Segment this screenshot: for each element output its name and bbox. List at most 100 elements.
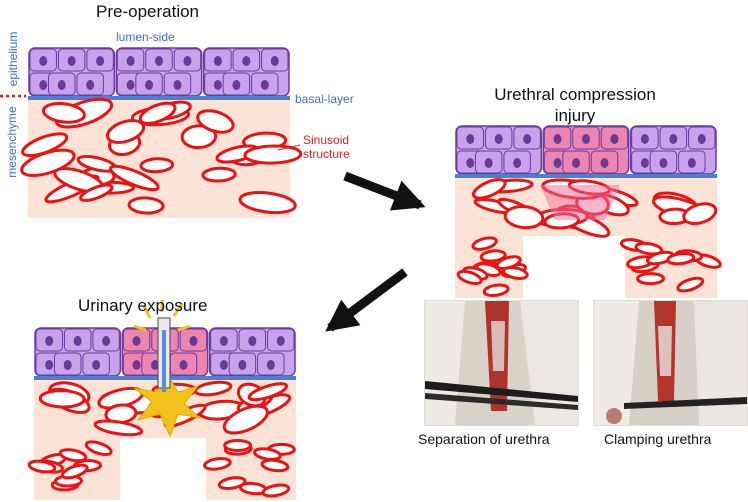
label-epithelium: epithelium <box>6 31 20 87</box>
cell-nucleus <box>513 158 522 168</box>
cell-nucleus <box>213 56 222 66</box>
sinusoid <box>201 166 237 183</box>
sinusoid <box>471 236 498 251</box>
photo-separation-of-urethra <box>424 300 579 426</box>
sinusoid <box>253 447 282 461</box>
cell-nucleus <box>92 360 101 370</box>
sinusoid <box>20 148 76 177</box>
sinusoid <box>84 440 113 456</box>
arrow-to-exposure-head <box>325 299 361 332</box>
sinusoid <box>41 101 86 124</box>
cell-nucleus <box>126 56 135 66</box>
sinusoid <box>138 101 177 125</box>
sinusoid <box>202 457 232 471</box>
cell-nucleus <box>39 80 48 90</box>
sinusoid <box>666 251 696 266</box>
arrow-to-compression-head <box>389 180 426 211</box>
sinusoid <box>682 202 718 226</box>
cell-nucleus <box>572 158 581 168</box>
sinusoid <box>502 266 529 280</box>
cell-nucleus <box>96 56 105 66</box>
sinusoid <box>27 459 57 474</box>
label-lumen-side: lumen-side <box>116 30 175 44</box>
sinusoid <box>60 463 89 480</box>
cell-nucleus <box>640 158 649 168</box>
sinusoid <box>243 144 303 165</box>
cell-nucleus <box>102 336 111 346</box>
sinusoid <box>479 249 507 263</box>
sinusoid <box>180 124 218 150</box>
label-sinusoid-structure: Sinusoid structure <box>303 133 350 161</box>
title-urinary-exposure: Urinary exposure <box>78 296 208 315</box>
cell-nucleus <box>132 360 141 370</box>
sinusoid <box>139 157 175 174</box>
cell-nucleus <box>145 80 154 90</box>
sinusoid-pointer <box>277 144 301 151</box>
basal-layer-line <box>28 96 290 100</box>
sinusoid <box>238 191 297 215</box>
sinusoid <box>456 269 483 286</box>
sinusoid <box>676 276 705 293</box>
cell-nucleus <box>179 360 188 370</box>
cell-nucleus <box>697 134 706 144</box>
cell-nucleus <box>484 158 493 168</box>
caption-clamping-urethra: Clamping urethra <box>604 431 712 447</box>
sinusoid <box>503 205 545 230</box>
photo-clamping-urethra <box>593 300 748 426</box>
sinusoid <box>260 458 290 473</box>
sinusoid <box>105 119 146 144</box>
sinusoid <box>79 183 114 202</box>
cell-nucleus <box>132 336 141 346</box>
cell-nucleus <box>582 134 590 144</box>
cell-nucleus <box>213 80 222 90</box>
urine-stream <box>162 330 166 392</box>
label-mesenchyme: mesenchyme <box>5 106 19 178</box>
cell-nucleus <box>39 56 48 66</box>
cell-nucleus <box>248 336 257 346</box>
sinusoid <box>127 196 165 215</box>
sinusoid <box>261 483 291 498</box>
sinusoid <box>196 109 235 134</box>
cell-nucleus <box>553 134 562 144</box>
cell-nucleus <box>466 134 475 144</box>
cell-nucleus <box>183 56 192 66</box>
cell-nucleus <box>523 134 532 144</box>
cell-nucleus <box>669 134 678 144</box>
title-urethral-compression-injury: Urethral compression injury <box>494 85 656 125</box>
label-basal-layer: basal-layer <box>295 92 354 106</box>
sinusoid <box>482 283 510 298</box>
cell-nucleus <box>173 80 182 90</box>
sinusoid <box>38 389 86 409</box>
cell-nucleus <box>266 360 275 370</box>
sinusoid <box>471 178 507 200</box>
urine-spray <box>133 324 147 332</box>
urine-leak-burst <box>133 370 202 438</box>
cell-nucleus <box>67 56 76 66</box>
cell-nucleus <box>687 158 696 168</box>
cell-nucleus <box>86 80 95 90</box>
sinusoid <box>58 448 88 463</box>
sinusoid <box>217 476 247 490</box>
cell-nucleus <box>659 158 668 168</box>
cell-nucleus <box>260 80 269 90</box>
sinusoid <box>108 164 160 192</box>
sinusoid <box>222 404 269 435</box>
cell-nucleus <box>610 134 619 144</box>
cell-nucleus <box>242 56 251 66</box>
basal-layer-line <box>455 174 717 178</box>
cell-nucleus <box>219 360 228 370</box>
sinusoid <box>193 380 233 397</box>
sinusoid <box>636 272 666 286</box>
cell-nucleus <box>151 360 160 370</box>
cell-nucleus <box>155 56 163 66</box>
cell-nucleus <box>466 158 475 168</box>
cell-nucleus <box>45 360 54 370</box>
compressed-sinusoid-area <box>540 185 620 220</box>
cell-nucleus <box>63 360 72 370</box>
sinusoid <box>93 419 144 437</box>
sinusoid <box>247 382 289 402</box>
sinusoid <box>223 438 253 452</box>
cell-nucleus <box>640 134 649 144</box>
cell-nucleus <box>57 80 66 90</box>
urine-spray <box>172 303 184 317</box>
